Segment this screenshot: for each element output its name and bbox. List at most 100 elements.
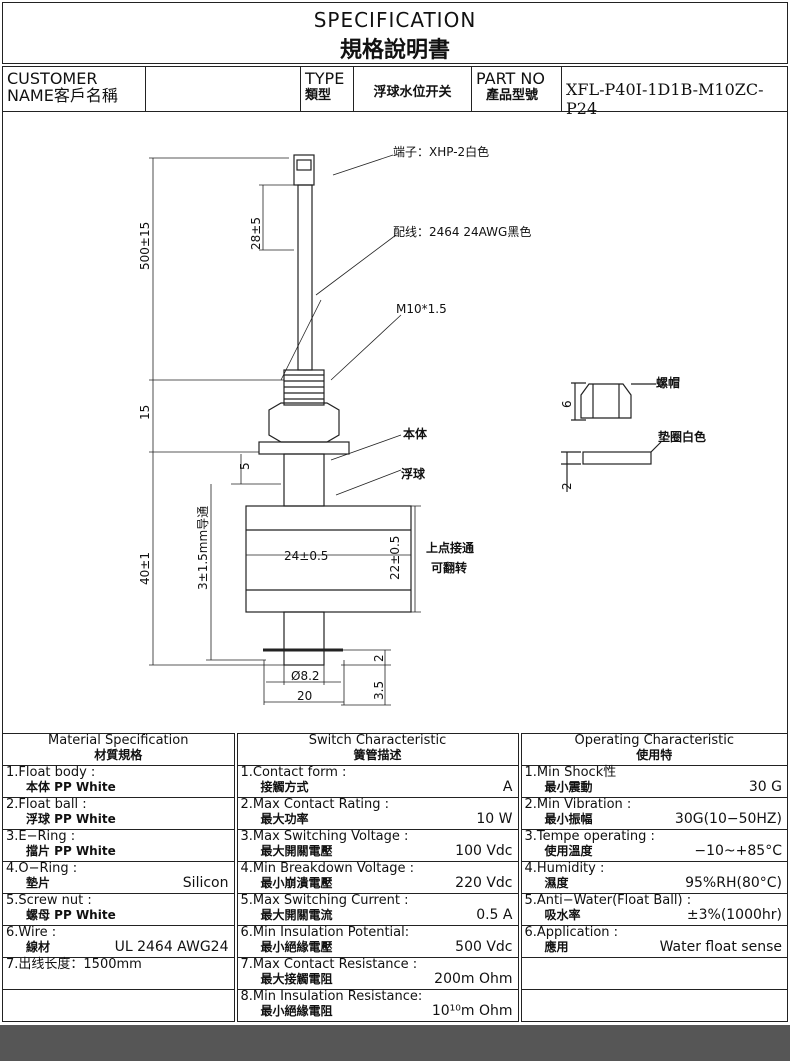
spec-cell: 5.Screw nut :螺母 PP White: [2, 893, 236, 926]
dim-3: 3±1.5mm导通: [196, 506, 210, 590]
label-nut: 螺帽: [656, 375, 680, 390]
spec-label: 4.O−Ring :: [6, 861, 78, 876]
spec-label: 3.Max Switching Voltage :: [240, 829, 409, 844]
spec-label: 4.Min Breakdown Voltage :: [240, 861, 415, 876]
spec-value: 30 G: [748, 779, 782, 795]
dim-35: 3.5: [372, 681, 386, 700]
spec-label: 5.Anti−Water(Float Ball) :: [524, 893, 692, 908]
spec-label: 4.Humidity :: [524, 861, 605, 876]
spec-label: 1.Float body :: [6, 765, 96, 780]
spec-label-zh: 最大開關電流: [260, 908, 333, 922]
spec-label: 7.Max Contact Resistance :: [240, 957, 418, 972]
spec-value: 30G(10−50HZ): [674, 811, 782, 827]
spec-label: 1.Min Shock性: [524, 765, 617, 780]
spec-label-zh: 接觸方式: [260, 780, 309, 794]
spec-value: 100 Vdc: [455, 843, 513, 859]
spec-label: 2.Min Vibration :: [524, 797, 632, 812]
spec-label-zh: 本体 PP White: [26, 780, 116, 794]
spec-cell: 2.Max Contact Rating :最大功率 10 W: [233, 797, 520, 830]
spec-label-zh: 最小絕緣電阻: [260, 1004, 333, 1018]
spec-label-zh: 最小振幅: [544, 812, 593, 826]
label-wire: 配线：2464 24AWG黑色: [393, 225, 531, 239]
spec-cell: 4.Min Breakdown Voltage :最小崩潰電壓 220 Vdc: [233, 861, 520, 894]
spec-cell: 1.Contact form :接觸方式 A: [233, 765, 520, 798]
spec-value: A: [502, 779, 513, 795]
spec-value: ±3%(1000hr): [686, 907, 782, 923]
spec-label: 2.Float ball :: [6, 797, 87, 812]
spec-cell: 2.Float ball :浮球 PP White: [2, 797, 236, 830]
spec-label-zh: 擋片 PP White: [26, 844, 116, 858]
spec-label: 6.Application :: [524, 925, 619, 940]
spec-label-zh: 吸水率: [544, 908, 581, 922]
spec-cell: 4.Humidity :濕度 95%RH(80°C): [517, 861, 788, 894]
spec-label-zh: 最大開關電壓: [260, 844, 333, 858]
spec-label-zh: 最小崩潰電壓: [260, 876, 333, 890]
spec-value: Silicon: [182, 875, 229, 891]
spec-value: UL 2464 AWG24: [114, 939, 229, 955]
spec-label: 6.Min Insulation Potential:: [240, 925, 410, 940]
spec-cell: 3.Max Switching Voltage :最大開關電壓 100 Vdc: [233, 829, 520, 862]
spec-label: 7.出线长度：1500mm: [6, 957, 142, 972]
label-terminal: 端子：XHP-2白色: [393, 144, 489, 159]
dim-28: 28±5: [249, 217, 263, 250]
spec-label: 5.Screw nut :: [6, 893, 92, 908]
dim-24: 24±0.5: [284, 549, 328, 563]
nut-washer-detail: [561, 382, 662, 492]
spec-cell: 5.Anti−Water(Float Ball) :吸水率 ±3%(1000hr): [517, 893, 788, 926]
spec-label: 2.Max Contact Rating :: [240, 797, 390, 812]
dim-2: 2: [560, 482, 574, 490]
spec-cell: 3.E−Ring :擋片 PP White: [2, 829, 236, 862]
spec-label-zh: 使用溫度: [544, 844, 593, 858]
spec-label-zh: 最大功率: [260, 812, 309, 826]
spec-cell: 3.Tempe operating :使用溫度−10~+85°C: [517, 829, 788, 862]
spec-label-zh: 螺母 PP White: [26, 908, 116, 922]
spec-value: 10 W: [476, 811, 513, 827]
part-value: XFL-P40I-1D1B-M10ZC-P24: [566, 80, 764, 118]
float-switch-drawing: [245, 154, 412, 666]
spec-value: 0.5 A: [476, 907, 513, 923]
type-value: 浮球水位开关: [354, 67, 472, 111]
title-zh: 規格說明書: [339, 37, 450, 63]
spec-label-zh: 濕度: [544, 876, 569, 890]
dim-15: 15: [138, 405, 152, 420]
spec-value: 95%RH(80°C): [685, 875, 782, 891]
dim-500: 500±15: [138, 222, 152, 270]
dim-5: 5: [238, 462, 252, 470]
spec-label: 1.Contact form :: [240, 765, 347, 780]
spec-value: 500 Vdc: [455, 939, 513, 955]
dimension-lines: [149, 154, 421, 706]
document-title: SPECIFICATION 規格說明書: [2, 2, 788, 64]
spec-cell: 1.Float body :本体 PP White: [2, 765, 236, 798]
spec-label: 3.Tempe operating :: [524, 829, 655, 844]
label-thread: M10*1.5: [396, 302, 447, 316]
spec-value: 220 Vdc: [455, 875, 513, 891]
label-contact1: 上点接通: [426, 540, 474, 555]
spec-cell: [517, 989, 788, 1022]
label-body: 本体: [403, 426, 428, 441]
spec-label-zh: 應用: [544, 940, 569, 954]
dim-d82: Ø8.2: [291, 669, 320, 683]
customer-value: [146, 67, 301, 111]
title-en: SPECIFICATION: [313, 8, 477, 32]
spec-label-zh: 浮球 PP White: [26, 812, 116, 826]
spec-value: 200m Ohm: [434, 971, 513, 987]
bottom-bar: [0, 1025, 790, 1061]
